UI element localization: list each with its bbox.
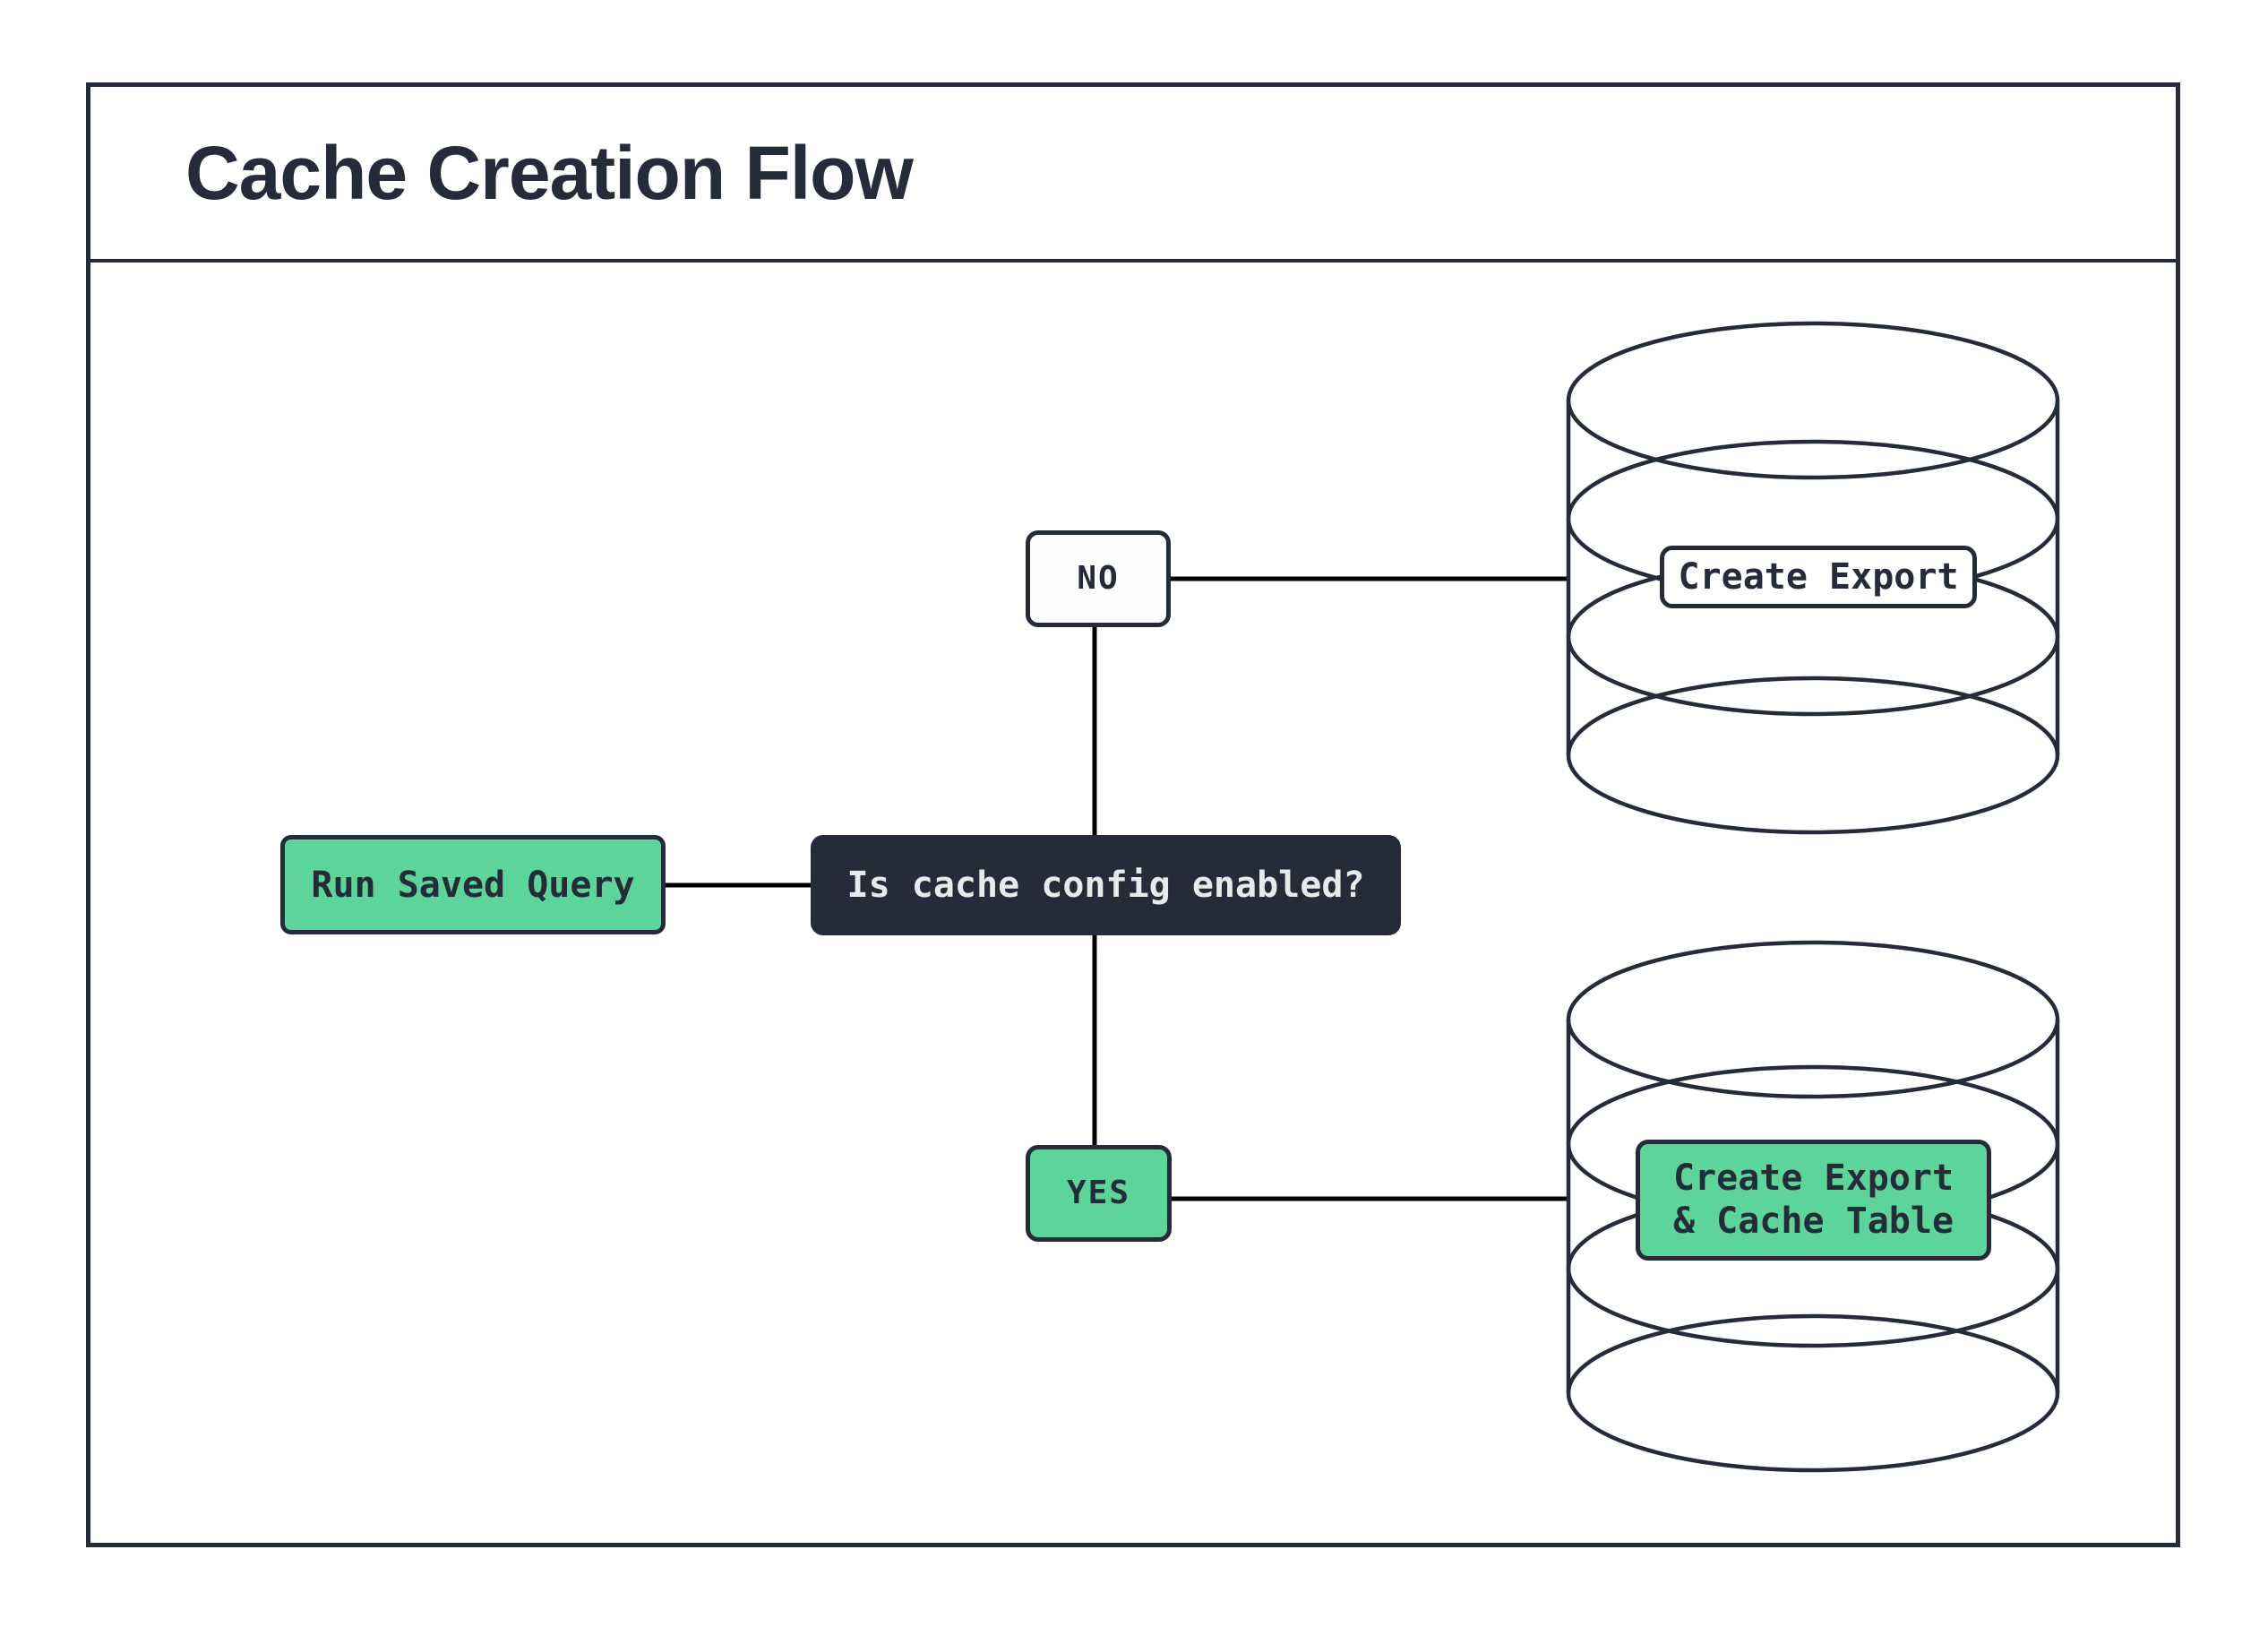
node-run-saved-query-label: Run Saved Query: [311, 864, 635, 906]
node-cache-config-decision-label: Is cache config enabled?: [846, 865, 1365, 906]
node-create-export-cache-table-label: Create Export & Cache Table: [1672, 1158, 1954, 1242]
cylinder-disk: [1566, 1313, 2060, 1473]
node-branch-no: NO: [1026, 530, 1171, 627]
node-create-export-cache-table: Create Export & Cache Table: [1636, 1140, 1991, 1261]
node-run-saved-query: Run Saved Query: [280, 835, 666, 934]
node-branch-yes: YES: [1026, 1145, 1172, 1242]
node-branch-yes-label: YES: [1066, 1175, 1131, 1212]
node-branch-no-label: NO: [1077, 560, 1120, 598]
node-cache-config-decision: Is cache config enabled?: [811, 835, 1401, 935]
database-cylinder-top: [1566, 321, 2060, 835]
cylinder-disk: [1566, 676, 2060, 835]
node-create-export-label: Create Export: [1678, 556, 1959, 598]
cylinder-disk: [1566, 321, 2060, 480]
cylinder-disk: [1566, 940, 2060, 1099]
diagram-frame: Cache Creation Flow: [86, 82, 2180, 1547]
page-title: Cache Creation Flow: [185, 130, 914, 215]
diagram-header: Cache Creation Flow: [90, 87, 2176, 263]
node-create-export: Create Export: [1660, 546, 1977, 608]
